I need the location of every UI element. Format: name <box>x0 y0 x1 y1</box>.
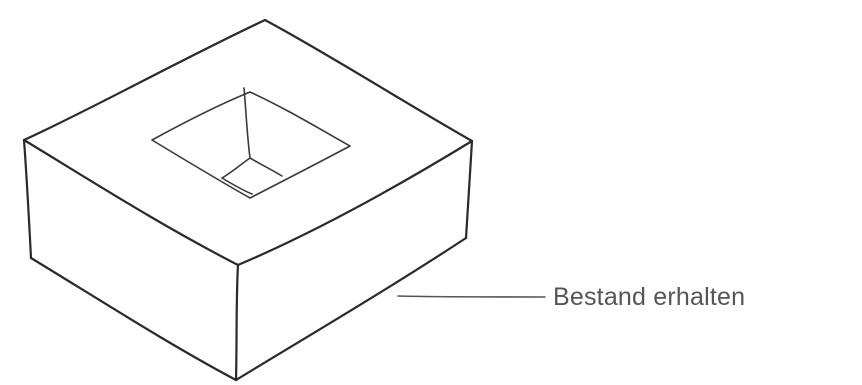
annotation-leader-line <box>398 296 545 297</box>
opening-inner-floor-right <box>250 158 282 176</box>
right-edge <box>466 141 472 238</box>
annotation-label: Bestand erhalten <box>553 283 745 312</box>
bottom-right-edge <box>236 238 466 380</box>
bottom-left-edge <box>31 258 236 380</box>
opening-inner-wall <box>244 88 250 158</box>
left-edge <box>24 140 31 258</box>
opening-inner-floor-front <box>222 178 252 194</box>
opening-inner-floor-left <box>222 158 250 178</box>
opening-outline <box>152 92 350 198</box>
front-edge <box>236 265 238 380</box>
